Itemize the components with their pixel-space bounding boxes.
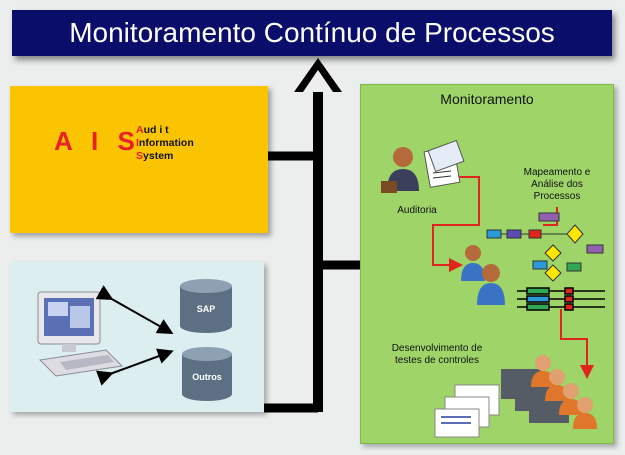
monitoring-panel: Monitoramento [360, 84, 614, 444]
mapeamento-label: Mapeamento e Análise dos Processos [523, 167, 591, 202]
arrow-computer-outros [95, 348, 174, 386]
ais-line-information: Information [136, 137, 194, 149]
analyst-group-icon [461, 245, 505, 305]
computer-icon [37, 291, 124, 377]
desenvolvimento-label: Desenvolvimento de testes de controles [391, 343, 483, 366]
page-title: Monitoramento Contínuo de Processos [69, 17, 555, 48]
ais-line-system: System [136, 150, 174, 162]
reports-icon [434, 384, 500, 438]
ais-acronym: A I S [54, 126, 141, 156]
ais-line-audit: Aud i t [136, 124, 169, 136]
arrow-computer-sap [95, 285, 174, 334]
outros-label: Outros [192, 372, 222, 382]
developers-icon [501, 355, 597, 429]
auditor-icon [381, 147, 419, 193]
systems-panel: SAP Outros [10, 262, 264, 412]
documents-icon [423, 139, 465, 188]
monitoring-title: Monitoramento [440, 91, 534, 107]
flow-diagram-icon [517, 287, 605, 311]
sap-label: SAP [196, 304, 216, 314]
auditoria-label: Auditoria [397, 205, 437, 216]
outros-database-icon [182, 347, 232, 401]
title-banner: Monitoramento Contínuo de Processos [12, 10, 612, 56]
ais-panel: A I S Aud i t Information System [10, 86, 268, 233]
sap-database-icon [180, 279, 232, 333]
process-map-icon [486, 212, 604, 282]
